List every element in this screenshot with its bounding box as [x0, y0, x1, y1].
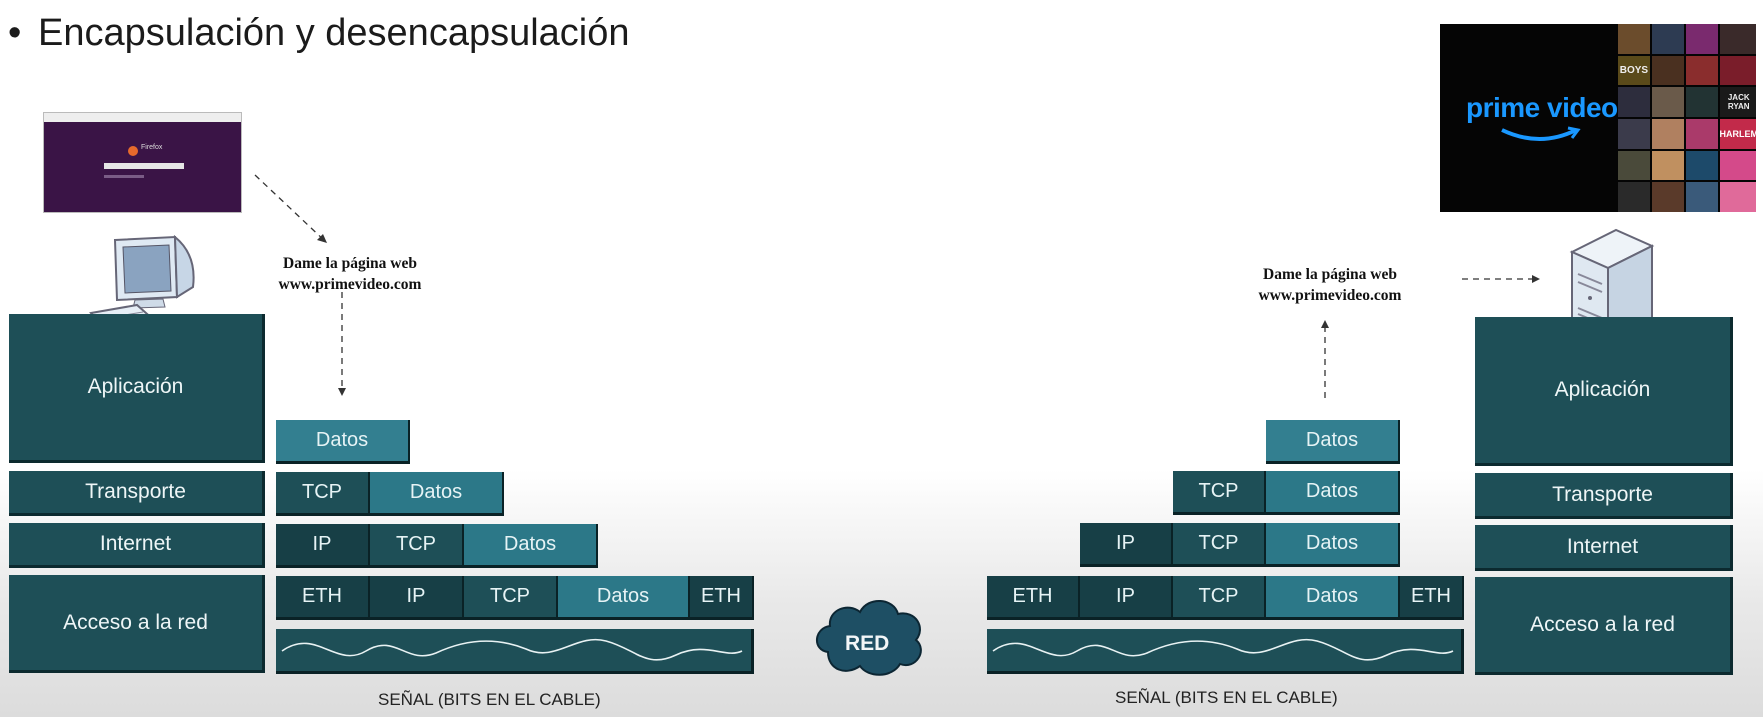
poster-harlem: HARLEM	[1719, 118, 1756, 149]
left-transport-tcp: TCP	[276, 472, 370, 516]
left-internet-datos: Datos	[464, 524, 598, 568]
arrow-up-from-data	[1321, 320, 1329, 398]
right-signal-caption: SEÑAL (BITS EN EL CABLE)	[1115, 688, 1338, 707]
right-layer-network-access: Acceso a la red	[1475, 577, 1733, 675]
browser-brand: Firefox	[141, 144, 163, 151]
right-internet-tcp: TCP	[1173, 523, 1266, 567]
amazon-smile-icon	[1501, 126, 1581, 141]
arrow-browser-to-request	[254, 174, 328, 244]
cloud-label: RED	[845, 632, 890, 655]
right-request-line1: Dame la página web	[1263, 266, 1397, 283]
left-layer-internet: Internet	[9, 523, 265, 568]
left-transport-datos: Datos	[370, 472, 504, 516]
arrow-down-to-data	[338, 292, 346, 396]
left-network-datos: Datos	[558, 576, 690, 620]
left-request-note: Dame la página web www.primevideo.com	[260, 253, 440, 295]
left-layer-transport: Transporte	[9, 471, 265, 516]
right-layer-application: Aplicación	[1475, 317, 1733, 466]
right-network-eth-trailer: ETH	[1400, 576, 1464, 620]
prime-video-image: prime video BOYS JACK RYAN HARLEM	[1440, 24, 1756, 212]
left-network-ip: IP	[370, 576, 464, 620]
left-layer-network-access: Acceso a la red	[9, 575, 265, 673]
left-layer-application: Aplicación	[9, 314, 265, 463]
left-network-eth-header: ETH	[276, 576, 370, 620]
poster-grid: BOYS JACK RYAN HARLEM	[1618, 24, 1756, 212]
right-signal-wave	[987, 629, 1464, 674]
right-internet-ip: IP	[1080, 523, 1173, 567]
left-internet-tcp: TCP	[370, 524, 464, 568]
right-request-line2: www.primevideo.com	[1258, 287, 1402, 304]
poster-jack-ryan: JACK RYAN	[1719, 87, 1756, 117]
title-text: Encapsulación y desencapsulación	[38, 12, 630, 54]
left-request-line1: Dame la página web	[283, 255, 417, 272]
wave-icon	[992, 638, 1454, 661]
browser-screenshot: Firefox	[43, 112, 242, 213]
right-layer-transport: Transporte	[1475, 473, 1733, 519]
prime-video-logo: prime video	[1466, 92, 1618, 123]
slide-title: • Encapsulación y desencapsulación	[8, 12, 630, 55]
left-app-datos: Datos	[276, 420, 410, 464]
left-request-line2: www.primevideo.com	[278, 276, 422, 293]
right-network-eth-header: ETH	[987, 576, 1080, 620]
right-transport-tcp: TCP	[1173, 471, 1266, 515]
cloud-icon	[816, 600, 922, 676]
right-request-note: Dame la página web www.primevideo.com	[1240, 264, 1420, 306]
wave-icon	[281, 638, 743, 661]
left-signal-caption: SEÑAL (BITS EN EL CABLE)	[378, 690, 601, 709]
arrow-to-server	[1462, 275, 1540, 283]
right-internet-datos: Datos	[1266, 523, 1400, 567]
right-layer-internet: Internet	[1475, 525, 1733, 571]
right-app-datos: Datos	[1266, 420, 1400, 464]
left-network-tcp: TCP	[464, 576, 558, 620]
right-network-ip: IP	[1080, 576, 1173, 620]
poster-boys: BOYS	[1618, 55, 1650, 86]
bullet: •	[8, 12, 22, 54]
right-network-tcp: TCP	[1173, 576, 1266, 620]
right-network-datos: Datos	[1266, 576, 1400, 620]
left-network-eth-trailer: ETH	[690, 576, 754, 620]
left-signal-wave	[276, 629, 754, 674]
left-internet-ip: IP	[276, 524, 370, 568]
right-transport-datos: Datos	[1266, 471, 1400, 515]
